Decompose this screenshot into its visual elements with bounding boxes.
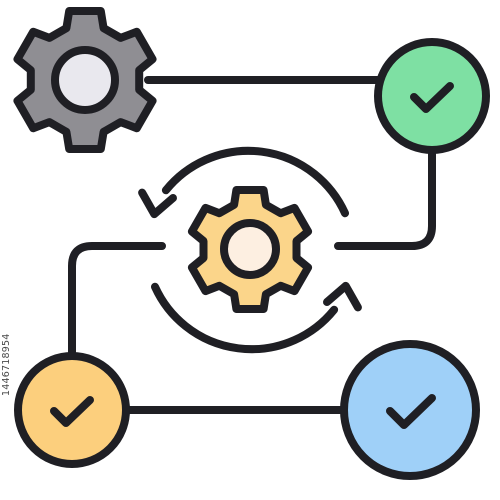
checkmark-icon <box>386 394 436 429</box>
connector-center-to-yellow <box>68 242 166 360</box>
settings-gear-icon <box>13 7 157 153</box>
status-node-green <box>374 38 490 154</box>
gear-hub <box>220 219 280 279</box>
cycle-arc-upper <box>161 146 349 218</box>
checkmark-icon <box>410 82 454 113</box>
workflow-connectors <box>68 76 436 414</box>
node-circle-blue <box>340 340 480 480</box>
node-circle-green <box>374 38 490 154</box>
connector-green-to-center <box>334 138 436 250</box>
cycle-arc-lower <box>151 282 339 354</box>
cycle-arrowhead-lower <box>323 281 362 312</box>
node-circle-yellow <box>14 352 130 468</box>
refresh-cycle-icon <box>138 146 362 354</box>
checkmark-icon <box>50 396 94 427</box>
gear-hub <box>51 46 119 114</box>
cycle-arrowhead-upper <box>138 188 177 219</box>
processing-gear-icon <box>187 186 313 313</box>
status-node-yellow <box>14 352 130 468</box>
status-node-blue <box>340 340 480 480</box>
stock-image-id: 1446718954 <box>1 333 12 397</box>
